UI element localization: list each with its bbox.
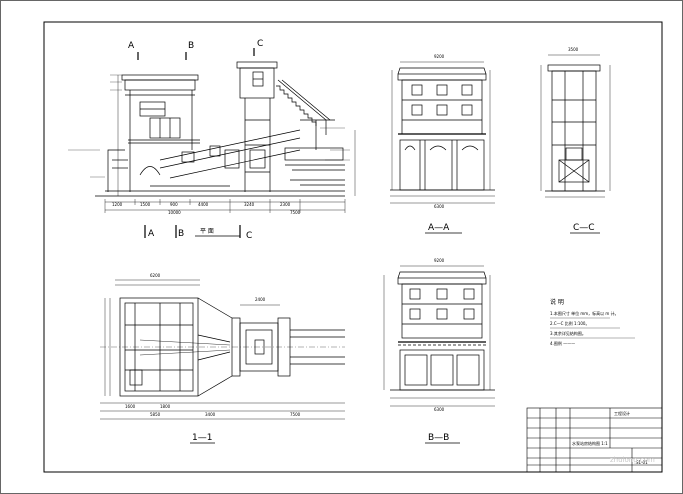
dim-elev-bottom-a: 6300: [434, 204, 445, 209]
section-c-c-title: C—C: [573, 223, 595, 233]
section-marker-a-bottom: A: [148, 229, 155, 239]
section-marker-b-top: B: [188, 41, 195, 51]
dim-plan-top: 6200: [150, 273, 161, 278]
dim-main-total: 10000: [168, 210, 181, 215]
dim-plan-c: 7500: [290, 412, 301, 417]
notes-lines: [550, 317, 635, 339]
dim-seg-2400: 2400: [255, 297, 266, 302]
section-a-a-title: A—A: [428, 223, 450, 233]
section-a-a-drawing: [390, 61, 495, 234]
notes-heading: 说 明: [550, 299, 564, 306]
notes-item-1: 1.本图尺寸 单位 mm，标高以 m 计。: [550, 311, 619, 316]
notes-item-4: 4.图例 ———: [550, 341, 576, 346]
longitudinal-section: [68, 48, 356, 238]
dim-plan-b: 3400: [205, 412, 216, 417]
notes-item-3: 3.其余详见结构图。: [550, 331, 586, 336]
section-b-b-title: B—B: [428, 433, 450, 443]
dim-seg-1500: 1500: [140, 202, 151, 207]
section-marker-c-bottom: C: [246, 231, 253, 241]
section-c-c-drawing: [540, 54, 611, 234]
dim-elev-bottom-b: 6300: [434, 407, 445, 412]
title-block-drawing-name: 水泵站房结构图 1:1: [572, 441, 608, 446]
section-1-1-drawing: [100, 279, 345, 444]
dim-seg-1800: 1800: [160, 404, 171, 409]
watermark-text: zhulong.com: [610, 456, 655, 464]
section-marker-c-top: C: [257, 39, 264, 49]
dim-elev-width-b: 9200: [434, 258, 445, 263]
section-marker-b-bottom: B: [178, 229, 185, 239]
dim-main-b: 3240: [244, 202, 255, 207]
section-1-1-title: 1—1: [192, 433, 213, 443]
title-block-drawing-no: S1-01: [636, 460, 648, 465]
dim-plan-total: 5850: [150, 412, 161, 417]
notes-item-2: 2.C—C 比例 1:100。: [550, 321, 590, 326]
dim-main-d: 7500: [290, 210, 301, 215]
section-marker-a-top: A: [128, 41, 135, 51]
title-block-frame: [526, 407, 663, 473]
inner-border: [43, 21, 663, 473]
dim-seg-900: 900: [170, 202, 178, 207]
dim-main-c: 2300: [280, 202, 291, 207]
title-block-company: 工程设计: [614, 411, 630, 416]
dim-seg-1200: 1200: [112, 202, 123, 207]
dim-main-a: 4400: [198, 202, 209, 207]
dim-seg-1600: 1600: [125, 404, 136, 409]
dim-elev-width-a: 9200: [434, 54, 445, 59]
section-b-b-drawing: [383, 265, 495, 444]
plan-caption: 平 面: [200, 228, 214, 235]
dim-cc-width: 3500: [568, 47, 579, 52]
